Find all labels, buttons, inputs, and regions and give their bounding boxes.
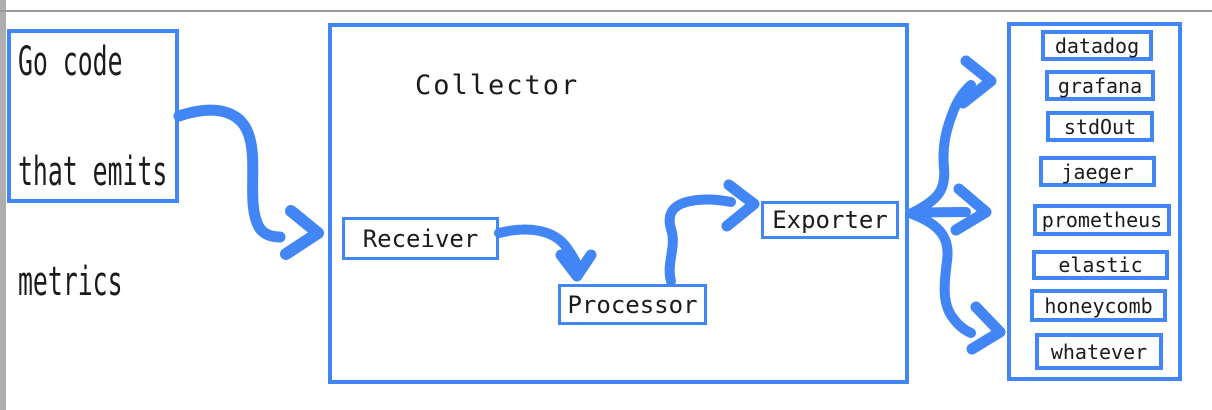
go-code-source-box: Go code that emits metrics	[7, 29, 179, 305]
destination-label: grafana	[1057, 73, 1143, 98]
collector-title: Collector	[415, 70, 580, 101]
arrow-exporter-to-middle-destinations	[907, 183, 992, 236]
go-code-source-label: Go code that emits metrics	[18, 35, 167, 310]
destination-label: whatever	[1050, 339, 1148, 364]
destination-label: datadog	[1054, 33, 1140, 58]
destination-label: honeycomb	[1044, 293, 1153, 318]
source-line-1: Go code	[18, 39, 123, 85]
destination-box-datadog: datadog	[1041, 30, 1153, 61]
destination-box-honeycomb: honeycomb	[1030, 289, 1167, 322]
destination-box-prometheus: prometheus	[1033, 204, 1171, 236]
arrow-exporter-to-top-destinations	[907, 55, 997, 218]
exporter-box: Exporter	[761, 201, 899, 239]
receiver-box: Receiver	[342, 217, 499, 260]
destination-box-jaeger: jaeger	[1039, 156, 1156, 187]
receiver-label: Receiver	[362, 224, 479, 253]
arrow-source-to-receiver	[173, 104, 324, 260]
processor-box: Processor	[558, 284, 707, 325]
destination-label: prometheus	[1041, 208, 1163, 232]
destination-label: jaeger	[1061, 159, 1134, 184]
collector-box: Collector Receiver Processor Exporter	[328, 23, 909, 384]
destinations-panel: datadog grafana stdOut jaeger prometheus…	[1007, 22, 1182, 381]
top-divider-line	[0, 10, 1212, 12]
window-edge-bar	[0, 0, 6, 410]
source-line-2: that emits	[18, 149, 168, 195]
destination-label: elastic	[1058, 253, 1143, 277]
destination-box-grafana: grafana	[1045, 70, 1155, 101]
processor-label: Processor	[567, 290, 698, 319]
destination-box-whatever: whatever	[1035, 333, 1163, 370]
exporter-label: Exporter	[772, 206, 888, 234]
destination-box-stdout: stdOut	[1046, 111, 1154, 142]
arrow-exporter-to-bottom-destinations	[907, 209, 1006, 355]
destination-label: stdOut	[1063, 114, 1137, 139]
destination-box-elastic: elastic	[1032, 250, 1169, 280]
source-line-3: metrics	[18, 259, 123, 305]
